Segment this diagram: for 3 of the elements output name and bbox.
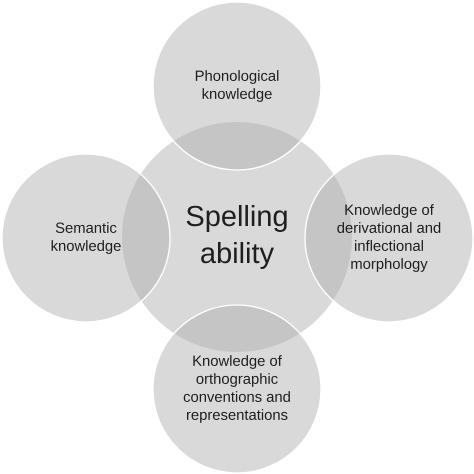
node-label: Phonological knowledge <box>196 70 278 102</box>
node-label: Knowledge of orthographic conventions and representations <box>184 355 290 423</box>
node-label: Semantic knowledge <box>52 222 121 254</box>
